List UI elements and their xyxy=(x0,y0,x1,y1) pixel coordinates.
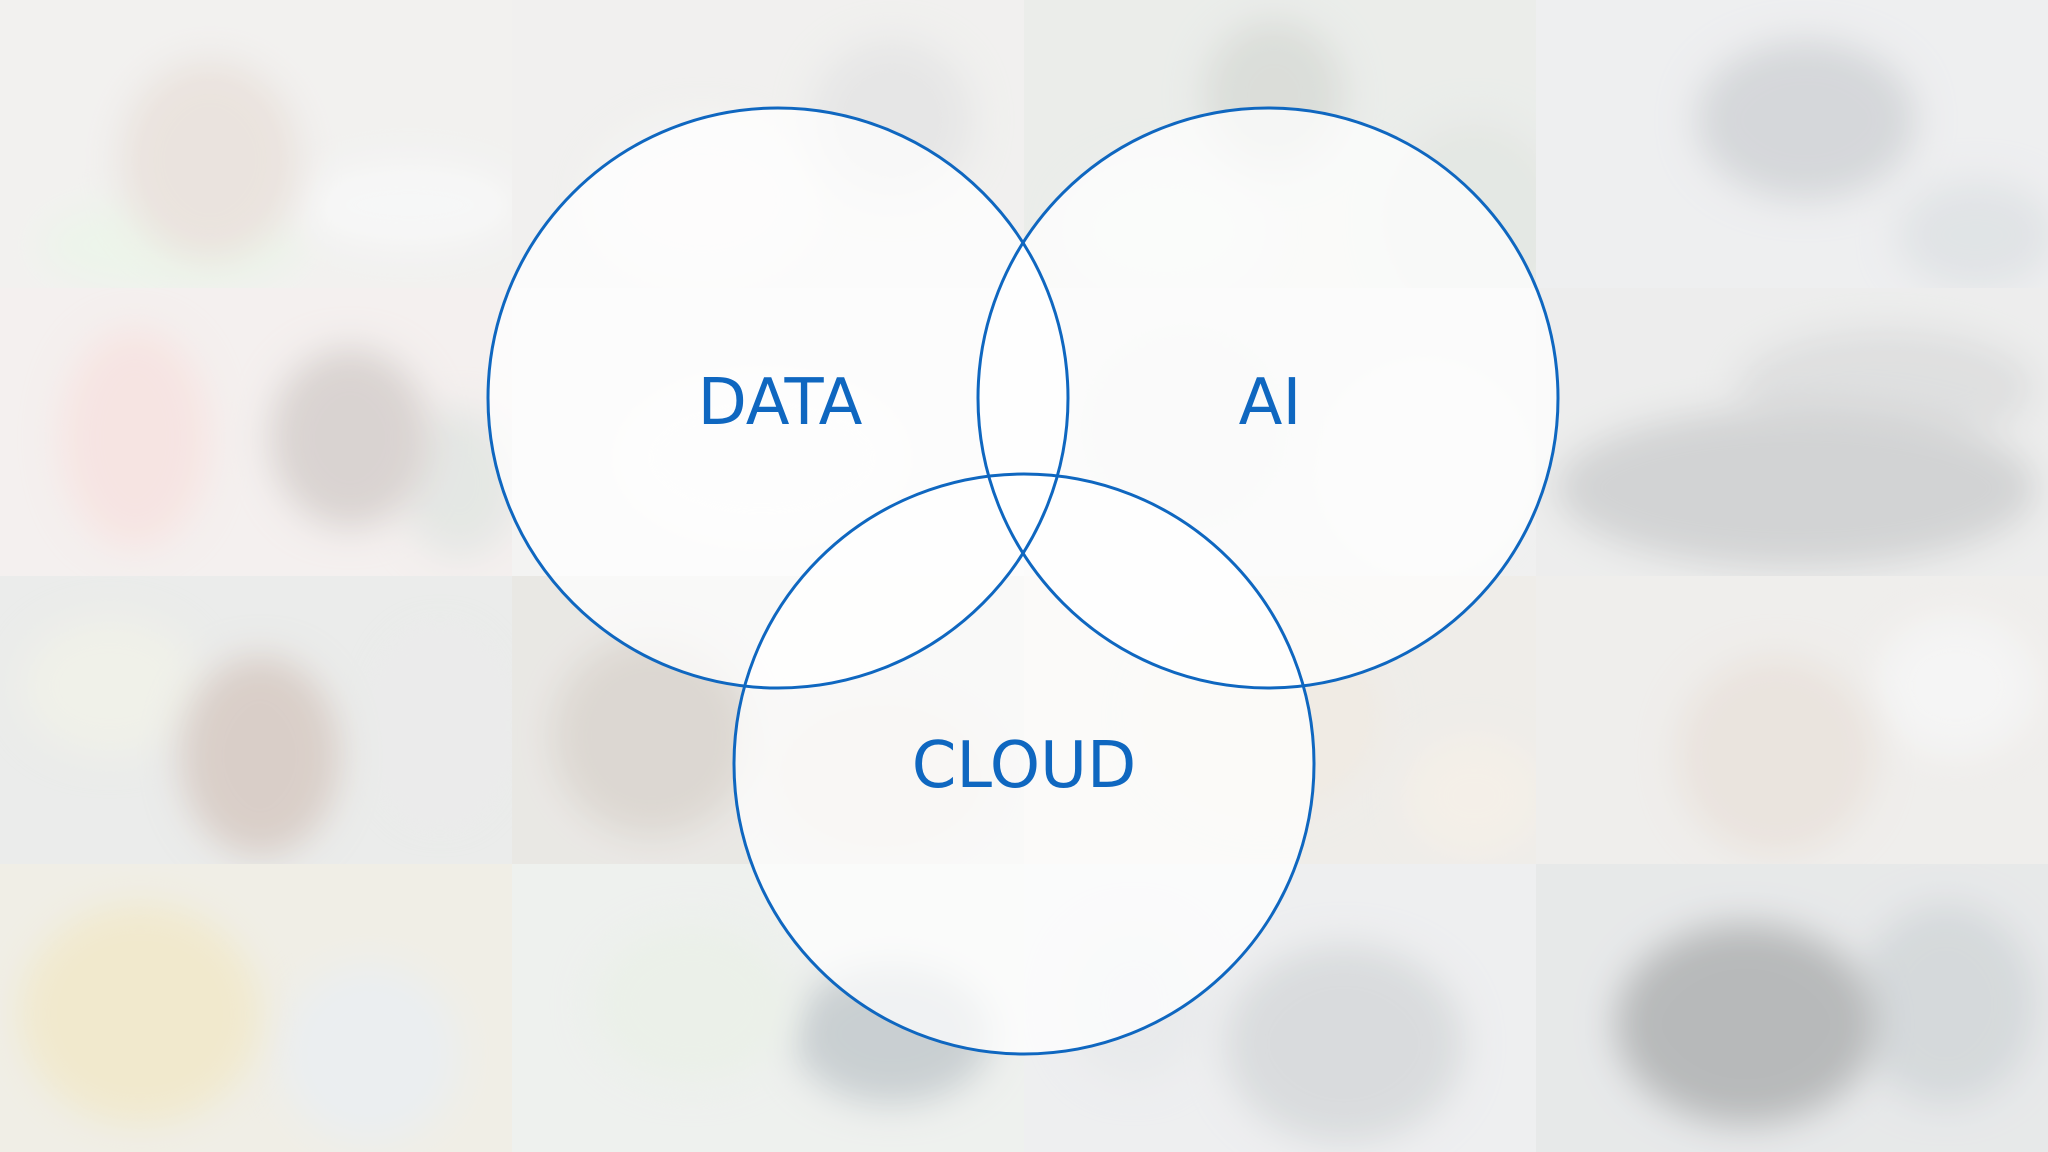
label-cloud: CLOUD xyxy=(912,729,1137,803)
collage-tile xyxy=(1536,864,2048,1152)
collage-tile xyxy=(0,0,512,288)
label-data: DATA xyxy=(698,366,863,440)
venn-circle-ai[interactable] xyxy=(976,106,1560,690)
venn-circle-cloud[interactable] xyxy=(732,472,1316,1056)
label-ai: AI xyxy=(1239,366,1302,440)
collage-tile xyxy=(1536,576,2048,864)
collage-tile xyxy=(0,864,512,1152)
collage-tile xyxy=(0,288,512,576)
venn-fills xyxy=(488,108,1558,1054)
venn-circle-cloud-fill xyxy=(734,474,1314,1054)
venn-outlines xyxy=(486,106,1560,1056)
collage-tile xyxy=(1536,0,2048,288)
collage-tile xyxy=(512,864,1024,1152)
venn-circle-data[interactable] xyxy=(486,106,1070,690)
collage-tile xyxy=(0,576,512,864)
collage-tile xyxy=(1536,288,2048,576)
